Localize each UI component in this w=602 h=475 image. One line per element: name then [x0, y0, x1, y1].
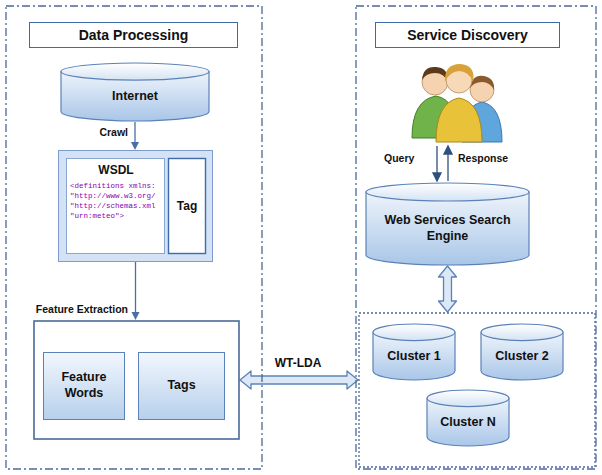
node-text: Tags — [167, 378, 195, 394]
node-text: Cluster 2 — [495, 349, 549, 365]
panel-heading-box: Service Discovery — [375, 22, 560, 48]
cluster-cylinder: Cluster 1 — [372, 323, 456, 381]
text-wrap: Cluster 2 — [489, 340, 555, 365]
process-panel: Service DiscoveryWeb Services Search Eng… — [355, 5, 597, 470]
node-text: Service Discovery — [407, 27, 528, 43]
text-wrap: Cluster N — [434, 406, 502, 431]
text-wrap: Feature Words — [43, 370, 125, 401]
cluster-cylinder: Cluster N — [426, 389, 510, 447]
wsdl-document: WSDL <definitions xmlns: "http://www.w3.o… — [58, 150, 213, 262]
edge-label: Crawl — [97, 126, 130, 138]
feature-frame: Feature Words Tags — [33, 320, 240, 440]
connector — [240, 371, 358, 389]
connector — [439, 266, 457, 312]
node-text: Cluster N — [440, 415, 496, 431]
cluster-frame: Cluster 1 Cluster 2 Cluster N — [358, 312, 596, 468]
flow-label: Response — [458, 152, 508, 164]
node-text: Tag — [177, 199, 197, 214]
internet-cylinder: Internet — [60, 62, 210, 122]
node-text: <definitions xmlns: "http://www.w3.org/ … — [70, 181, 158, 222]
flow-label: Query — [384, 152, 414, 164]
panel-heading-box: Data Processing — [29, 22, 238, 48]
process-panel: Data ProcessingInternetWSDL <definitions … — [5, 5, 263, 470]
text-wrap: Internet — [106, 79, 164, 105]
node-text: Feature Words — [49, 370, 119, 401]
document-page: WSDL <definitions xmlns: "http://www.w3.o… — [66, 158, 165, 254]
text-wrap: Web Services Search Engine — [365, 203, 530, 244]
feature-box: Feature Words — [43, 352, 125, 420]
node-text: Internet — [112, 89, 158, 105]
node-text: Web Services Search Engine — [371, 213, 524, 244]
node-text: WSDL — [70, 163, 162, 177]
connector — [131, 122, 139, 150]
query-response-arrows — [433, 146, 452, 181]
edge-label: WT-LDA — [273, 356, 324, 370]
edge-label: Feature Extraction — [34, 303, 130, 315]
text-wrap: Cluster 1 — [381, 340, 447, 365]
text-wrap: Tags — [161, 378, 201, 394]
connector — [132, 262, 140, 320]
node-text: Data Processing — [79, 27, 189, 43]
users-icon — [412, 64, 502, 142]
tag-box: Tag — [168, 158, 206, 254]
text-wrap: Tag — [171, 199, 203, 214]
search-engine-cylinder: Web Services Search Engine — [365, 182, 530, 266]
cluster-cylinder: Cluster 2 — [480, 323, 564, 381]
node-text: Cluster 1 — [387, 349, 441, 365]
feature-box: Tags — [138, 352, 225, 420]
